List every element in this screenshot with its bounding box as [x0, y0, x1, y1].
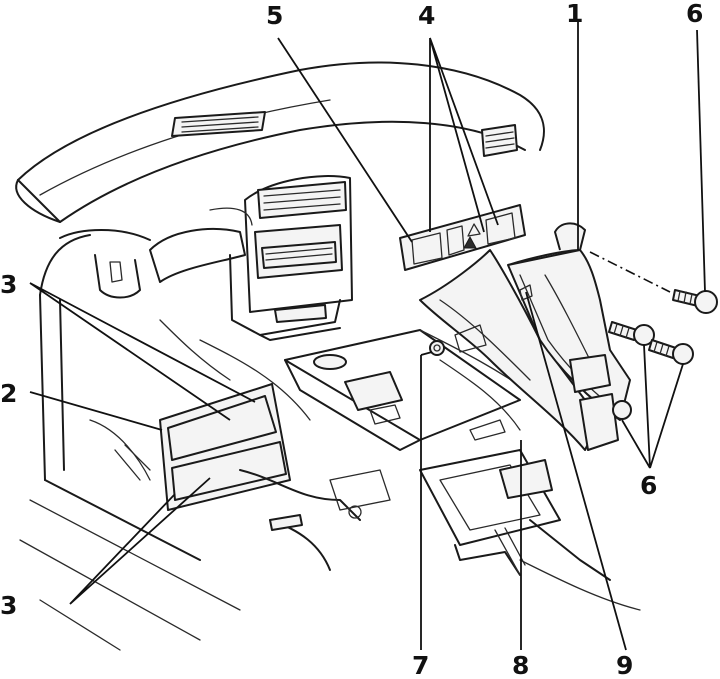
callout-6-lower: 6 [640, 471, 657, 500]
footwell-floor [89, 319, 311, 481]
right-air-vent [481, 124, 518, 157]
leader-lines [29, 22, 706, 651]
callout-2: 2 [0, 379, 17, 408]
climate-control-panel [399, 204, 526, 271]
callout-3-lower: 3 [0, 591, 17, 620]
bolt-lower [648, 339, 694, 365]
steering-column [59, 207, 253, 299]
callout-7: 7 [412, 651, 429, 679]
kick-panel-trim [159, 383, 291, 511]
center-stack [229, 175, 353, 341]
left-door-frame [19, 234, 241, 651]
center-tunnel [239, 329, 641, 611]
bolt-middle [608, 321, 655, 346]
nut [429, 340, 445, 356]
callout-1: 1 [566, 0, 583, 28]
defroster-vent [171, 111, 266, 137]
support-bracket [507, 222, 632, 451]
callout-5: 5 [266, 1, 283, 30]
bolt-alignment-line [589, 251, 671, 293]
callout-9: 9 [616, 651, 633, 679]
callout-6-upper: 6 [686, 0, 703, 28]
callout-3-upper: 3 [0, 270, 17, 299]
bolt-top [672, 289, 718, 314]
callout-labels: 1 2 3 3 4 5 6 6 7 8 9 [0, 0, 703, 679]
callout-4: 4 [418, 1, 435, 30]
warning-triangle-icon [463, 235, 477, 249]
callout-8: 8 [512, 651, 529, 679]
